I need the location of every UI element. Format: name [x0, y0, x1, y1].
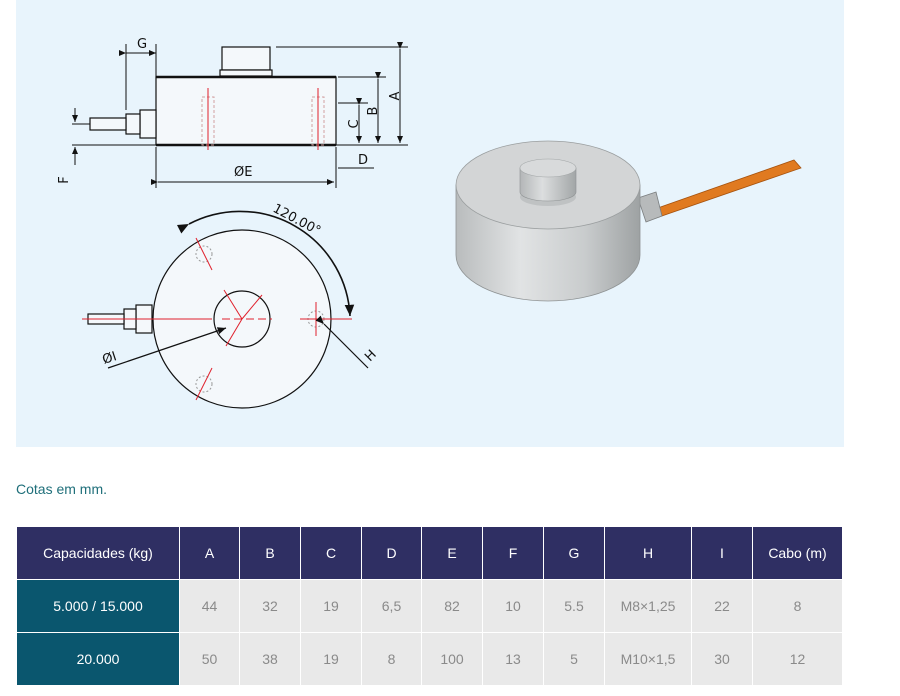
cell-d: 6,5 [361, 579, 422, 633]
table-header-row: Capacidades (kg) A B C D E F G H I Cabo … [16, 526, 843, 580]
side-view-dimensions [72, 42, 408, 188]
header-f: F [482, 526, 544, 580]
table-row: 20.000 50 38 19 8 100 13 5 M10×1,5 30 12 [16, 632, 843, 686]
cell-c: 19 [300, 632, 362, 686]
cell-e: 100 [421, 632, 483, 686]
cell-b: 32 [239, 579, 301, 633]
side-view-centerlines [207, 88, 319, 150]
side-view [89, 46, 337, 147]
dim-label-angle: 120.00° [270, 201, 323, 239]
table-row: 5.000 / 15.000 44 32 19 6,5 82 10 5.5 M8… [16, 579, 843, 633]
technical-drawing-panel: G A B C D F ØE [16, 0, 844, 447]
cell-h: M8×1,25 [604, 579, 692, 633]
cell-cable: 12 [752, 632, 843, 686]
dim-label-b: B [366, 107, 381, 116]
cell-i: 30 [691, 632, 753, 686]
dim-label-a: A [388, 91, 403, 100]
dim-label-i: ØI [101, 349, 119, 368]
dim-label-d: D [358, 153, 368, 168]
cell-capacity: 5.000 / 15.000 [16, 579, 180, 633]
technical-drawing: G A B C D F ØE [57, 37, 802, 409]
cell-a: 44 [179, 579, 240, 633]
header-b: B [239, 526, 301, 580]
header-c: C [300, 526, 362, 580]
dim-label-h: H [362, 347, 380, 365]
header-capacity: Capacidades (kg) [16, 526, 180, 580]
dim-label-f: F [57, 176, 72, 183]
header-d: D [361, 526, 422, 580]
dim-label-e: ØE [234, 165, 252, 180]
header-i: I [691, 526, 753, 580]
dim-label-g: G [137, 37, 147, 52]
cable-gland [637, 191, 663, 223]
h-leader [315, 315, 369, 369]
header-e: E [421, 526, 483, 580]
cell-b: 38 [239, 632, 301, 686]
cell-f: 10 [482, 579, 544, 633]
cell-g: 5 [543, 632, 605, 686]
cell-d: 8 [361, 632, 422, 686]
specifications-table: Capacidades (kg) A B C D E F G H I Cabo … [16, 526, 843, 686]
dimensions-note: Cotas em mm. [16, 481, 108, 497]
angle-arc [176, 210, 355, 317]
i-leader [107, 327, 227, 369]
cell-c: 19 [300, 579, 362, 633]
cell-a: 50 [179, 632, 240, 686]
cell-g: 5.5 [543, 579, 605, 633]
cell-e: 82 [421, 579, 483, 633]
header-h: H [604, 526, 692, 580]
load-cell-render [455, 140, 802, 302]
header-a: A [179, 526, 240, 580]
cable [651, 159, 802, 219]
cell-f: 13 [482, 632, 544, 686]
cell-cable: 8 [752, 579, 843, 633]
header-g: G [543, 526, 605, 580]
cell-capacity: 20.000 [16, 632, 180, 686]
dim-label-c: C [347, 119, 362, 128]
cell-i: 22 [691, 579, 753, 633]
header-cable: Cabo (m) [752, 526, 843, 580]
cell-h: M10×1,5 [604, 632, 692, 686]
